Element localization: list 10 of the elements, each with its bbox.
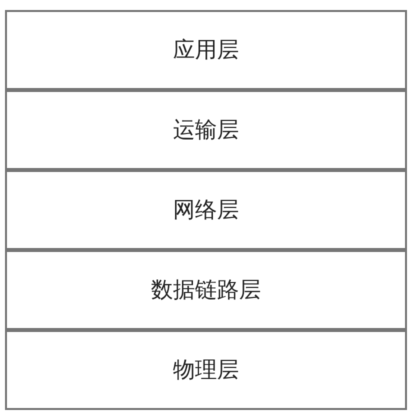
layer-label: 运输层 [173, 117, 239, 145]
layer-box [5, 330, 407, 410]
layer-label: 应用层 [173, 37, 239, 65]
layer-box [5, 250, 407, 330]
layer-label: 数据链路层 [151, 277, 261, 305]
layer-box [5, 90, 407, 170]
layer-box [5, 10, 407, 90]
layer-label: 物理层 [173, 357, 239, 385]
layer-label: 网络层 [173, 197, 239, 225]
layer-box [5, 170, 407, 250]
